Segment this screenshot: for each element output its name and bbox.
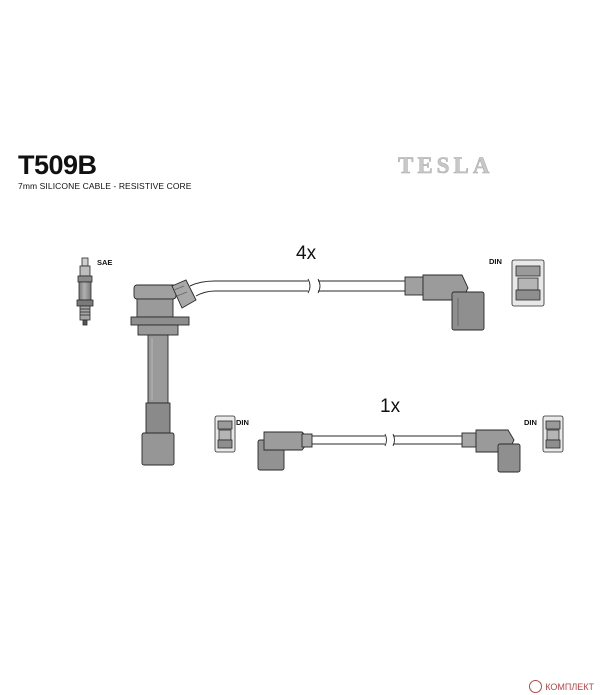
din-label-top: DIN: [489, 257, 502, 266]
brand-logo: TESLA: [398, 153, 494, 179]
din-terminal-icon: [214, 415, 236, 453]
din-label-bottom-right: DIN: [524, 418, 537, 427]
watermark: КОМПЛЕКТ: [529, 680, 594, 693]
quantity-top-cable: 4x: [296, 243, 317, 264]
din-label-bottom-left: DIN: [236, 418, 249, 427]
cable-bottom: [257, 429, 521, 473]
din-terminal-icon: [542, 415, 564, 453]
quantity-bottom-cable: 1x: [380, 396, 401, 417]
din-terminal-icon: [511, 259, 545, 307]
spark-plug-icon: [76, 257, 94, 326]
watermark-logo-icon: [529, 680, 543, 693]
cable-description: 7mm SILICONE CABLE - RESISTIVE CORE: [18, 181, 192, 191]
cable-top: [130, 274, 485, 466]
watermark-text: КОМПЛЕКТ: [545, 681, 594, 692]
sae-label: SAE: [97, 258, 113, 267]
part-code: T509B: [18, 150, 97, 180]
